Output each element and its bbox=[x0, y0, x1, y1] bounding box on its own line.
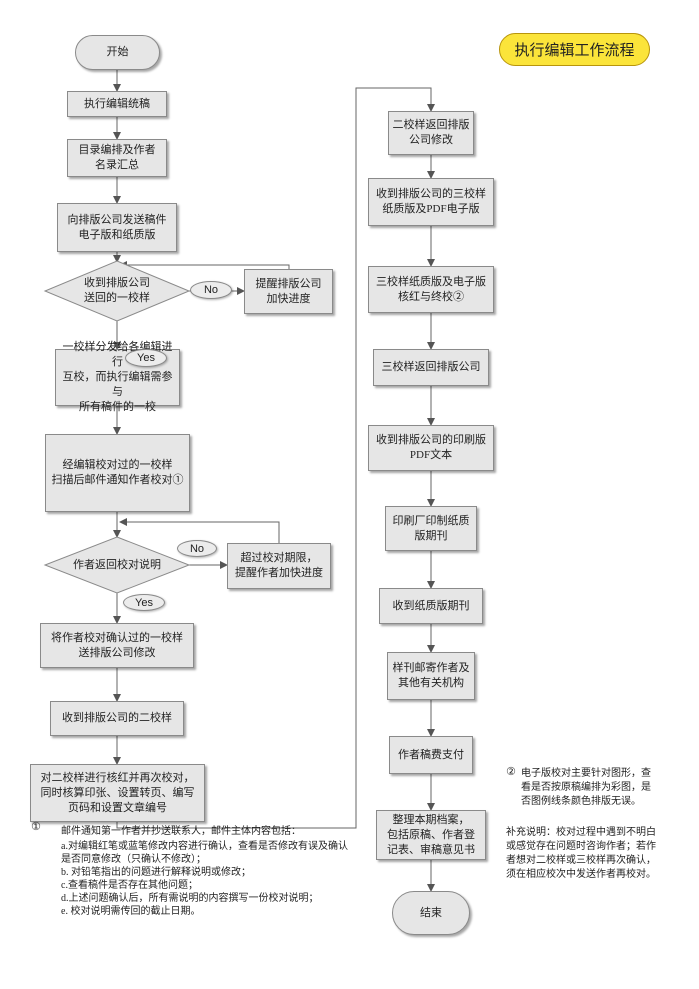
step-receive-second-proof: 收到排版公司的二校样 bbox=[50, 701, 184, 736]
step-receive-print-pdf: 收到排版公司的印刷版 PDF文本 bbox=[368, 425, 494, 471]
footnote-1-item: d.上述问题确认后，所有需说明的内容撰写一份校对说明； bbox=[61, 893, 319, 904]
footnote-2-text: 电子版校对主要针对图形，查 看是否按原稿编排为彩图，是 否图例线条颜色排版无误。 bbox=[521, 768, 651, 807]
step-final-review: 执行编辑统稿 bbox=[67, 91, 167, 117]
footnote-1-item: e. 校对说明需传回的截止日期。 bbox=[61, 906, 201, 917]
arrow-r1-loop bbox=[119, 261, 290, 269]
step-send-manuscript: 向排版公司发送稿件 电子版和纸质版 bbox=[57, 203, 177, 252]
step-mail-samples: 样刊邮寄作者及 其他有关机构 bbox=[387, 652, 475, 700]
step-remind-typesetter: 提醒排版公司 加快进度 bbox=[244, 269, 333, 314]
label-yes-2: Yes bbox=[123, 594, 165, 611]
label-yes-1: Yes bbox=[125, 349, 167, 367]
step-catalog-authors: 目录编排及作者 名录汇总 bbox=[67, 139, 167, 177]
step-return-third-proof: 三校样返回排版公司 bbox=[373, 349, 489, 386]
decision-author-reply: 作者返回校对说明 bbox=[73, 558, 161, 571]
label-no-1: No bbox=[190, 281, 232, 299]
start-node: 开始 bbox=[75, 35, 160, 70]
footnote-1-marker: ① bbox=[31, 820, 41, 833]
end-node: 结束 bbox=[392, 891, 470, 935]
step-check-second-proof: 对二校样进行核红并再次校对， 同时核算印张、设置转页、编写 页码和设置文章编号 bbox=[30, 764, 205, 822]
footnote-1-item: c.查看稿件是否存在其他问题； bbox=[61, 880, 198, 891]
footnote-1-item: 是否同意修改（只确认不修改）； bbox=[61, 854, 206, 865]
arrow-s8-c1 bbox=[116, 87, 435, 829]
decision-diamond-1 bbox=[43, 260, 191, 322]
step-print-journal: 印刷厂印制纸质 版期刊 bbox=[385, 506, 477, 551]
supplementary-note: 补充说明：校对过程中遇到不明白 或感觉存在问题时咨询作者；若作 者想对二校样或三… bbox=[506, 827, 656, 880]
decision-diamond-2 bbox=[43, 536, 191, 594]
footnote-2-marker: ② bbox=[506, 765, 516, 778]
step-return-second-proof: 二校样返回排版 公司修改 bbox=[388, 111, 474, 155]
step-pay-author: 作者稿费支付 bbox=[389, 736, 473, 774]
footnote-1-item: a.对编辑红笔或蓝笔修改内容进行确认，查看是否修改有误及确认 bbox=[61, 841, 348, 852]
footnote-1-item: b. 对铅笔指出的问题进行解释说明或修改； bbox=[61, 867, 251, 878]
decision-first-proof: 收到排版公司 送回的一校样 bbox=[84, 277, 150, 304]
step-send-confirmed-proof: 将作者校对确认过的一校样 送排版公司修改 bbox=[40, 623, 194, 668]
step-receive-third-proof: 收到排版公司的三校样 纸质版及PDF电子版 bbox=[368, 178, 494, 226]
arrow-r2-loop bbox=[119, 518, 280, 543]
label-no-2: No bbox=[177, 540, 217, 557]
step-final-check-third-proof: 三校样纸质版及电子版 核红与终校② bbox=[368, 266, 494, 313]
step-archive: 整理本期档案， 包括原稿、作者登 记表、审稿意见书 bbox=[376, 810, 486, 860]
step-receive-journal: 收到纸质版期刊 bbox=[379, 588, 483, 624]
step-remind-author: 超过校对期限， 提醒作者加快进度 bbox=[227, 543, 331, 589]
flow-title: 执行编辑工作流程 bbox=[499, 33, 650, 66]
step-notify-author: 经编辑校对过的一校样 扫描后邮件通知作者校对① bbox=[45, 434, 190, 512]
footnote-1-list: a.对编辑红笔或蓝笔修改内容进行确认，查看是否修改有误及确认 是否同意修改（只确… bbox=[61, 840, 348, 918]
footnote-1-intro: 邮件通知第一作者并抄送联系人，邮件主体内容包括： bbox=[61, 826, 301, 837]
